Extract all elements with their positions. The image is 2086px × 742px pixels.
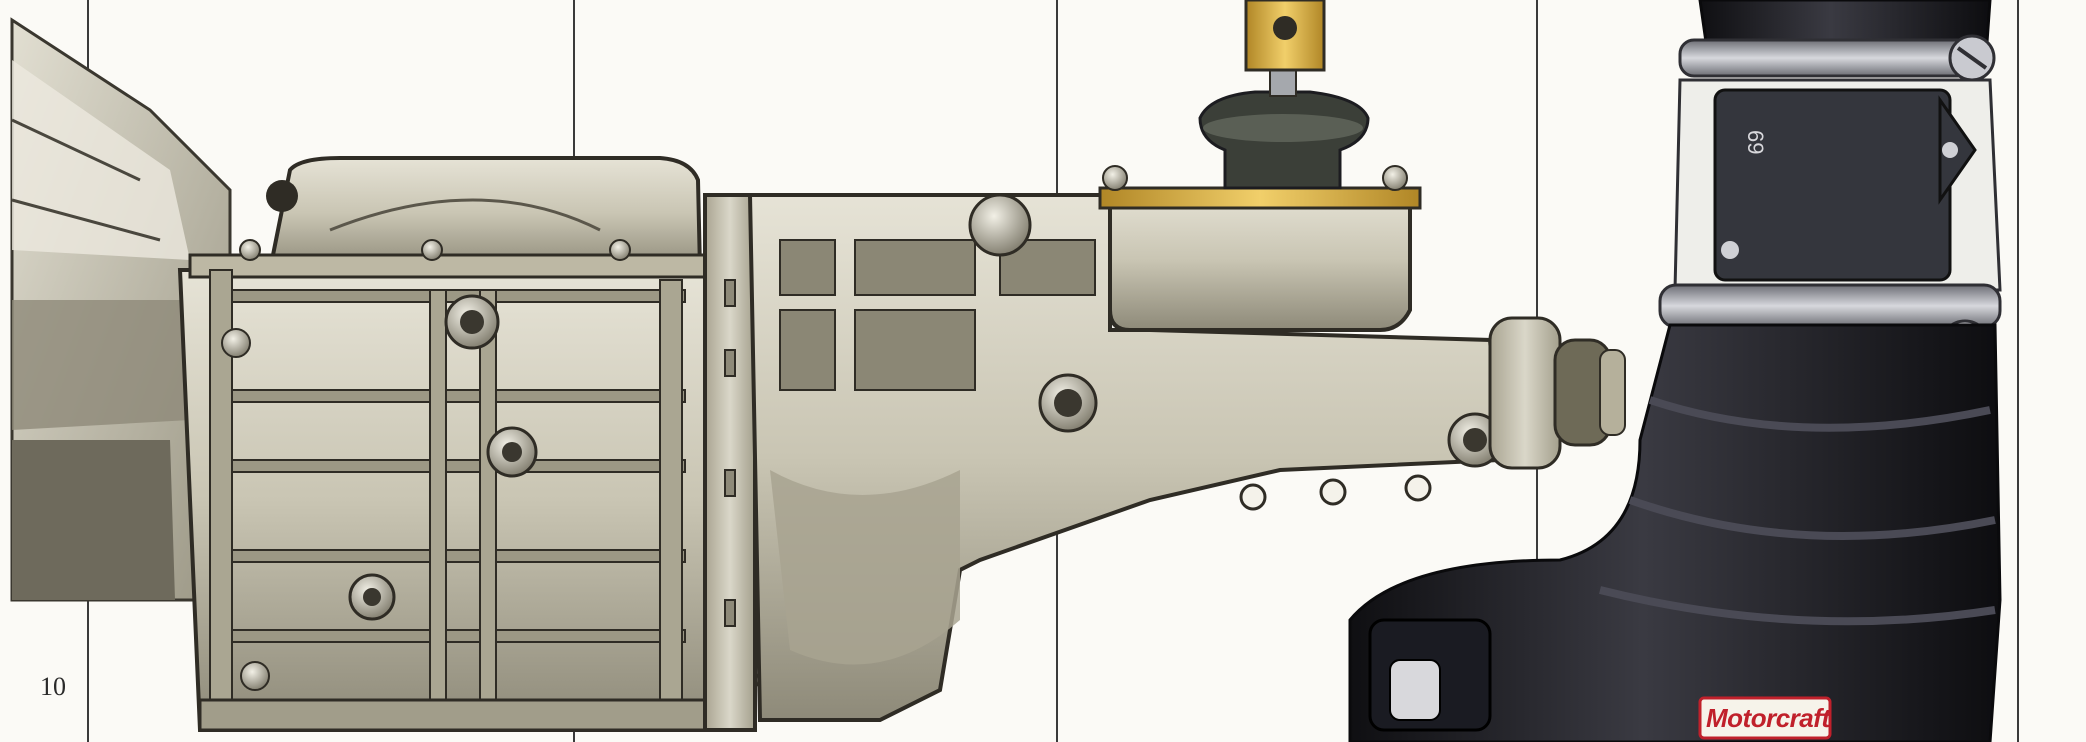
motorcraft-logo: Motorcraft — [1706, 703, 1830, 733]
extension-housing — [720, 193, 1626, 722]
sensor-marking: 69 — [1743, 130, 1768, 154]
shift-turret — [1098, 0, 1422, 332]
main-gearbox-case — [177, 156, 723, 732]
bell-housing — [10, 17, 232, 602]
page-number: 10 — [40, 672, 66, 701]
air-intake-assembly: 69 — [1348, 0, 2002, 742]
